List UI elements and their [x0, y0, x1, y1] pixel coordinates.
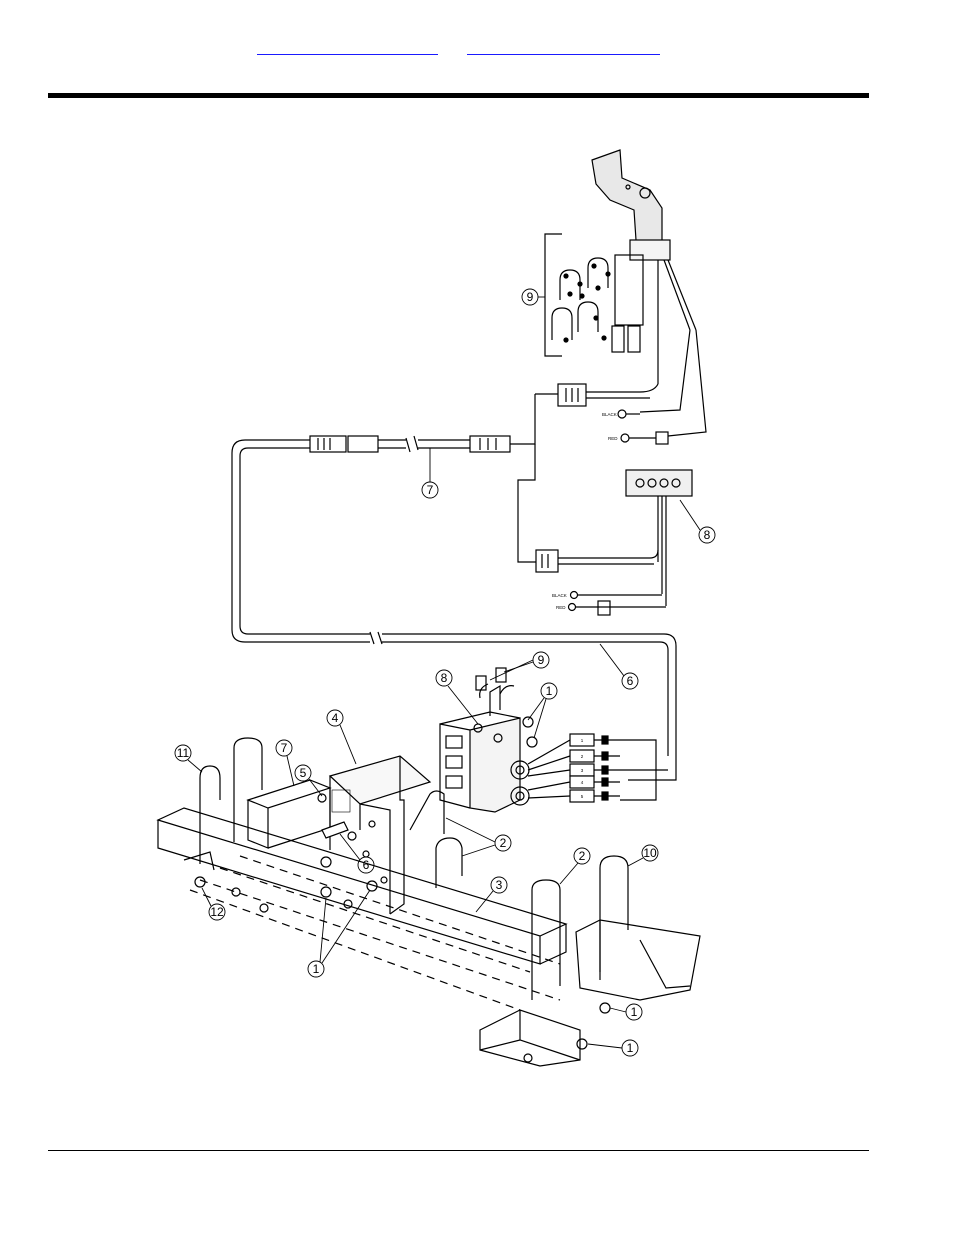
- frame-tubes: [183, 851, 701, 1067]
- callout-9: 8 9: [489, 651, 550, 681]
- ubolts: [199, 737, 629, 1000]
- c9-num: 9: [538, 653, 545, 667]
- callout-1-left: 1: [307, 889, 371, 978]
- wire-label-black-bottom: BLACK: [552, 593, 567, 598]
- svg-text:4: 4: [332, 711, 339, 725]
- bolt-6: [321, 821, 349, 839]
- parts-diagram: BLACK RED: [156, 149, 716, 1067]
- svg-text:2: 2: [500, 836, 507, 850]
- wire-label-black-top: BLACK: [602, 412, 617, 417]
- joystick-handle: [591, 149, 707, 437]
- callout-13: 9: [521, 288, 545, 306]
- c7-num: 7: [281, 741, 288, 755]
- main-harness-11: [300, 394, 536, 563]
- callout-16: 12: [201, 887, 226, 921]
- svg-text:2: 2: [579, 849, 586, 863]
- callout-1-top: 1: [527, 682, 558, 739]
- callouts: 9 7 8 6 8 9 7 8 1 4 11 7 7 5 6 6 2: [174, 288, 716, 1057]
- c6-num: 6: [363, 858, 370, 872]
- wire-label-red-bottom: RED: [556, 605, 566, 610]
- callout-8: 7 8: [435, 669, 479, 725]
- callout-4: 4: [326, 709, 357, 765]
- valve-coil-connectors: 1 2 3 4 5: [527, 733, 668, 803]
- svg-text:11: 11: [177, 746, 190, 760]
- long-cable-10: [231, 439, 677, 781]
- svg-text:8: 8: [704, 528, 711, 542]
- svg-text:7: 7: [427, 483, 434, 497]
- mounting-bracket-4: [328, 755, 432, 915]
- svg-text:1: 1: [627, 1041, 634, 1055]
- port-label-1: 1: [581, 738, 584, 743]
- header-link-1[interactable]: [257, 38, 438, 55]
- callout-10: 6: [599, 643, 639, 690]
- callout-11: 7: [421, 448, 439, 499]
- wire-label-red-top: RED: [608, 436, 618, 441]
- port-label-5: 5: [581, 794, 584, 799]
- callout-6: 6 6: [339, 833, 375, 874]
- callout-2-lower: 2: [559, 847, 591, 885]
- valve-block: [439, 667, 538, 813]
- callout-5: 5: [294, 764, 323, 797]
- svg-text:1: 1: [313, 962, 320, 976]
- lower-harness-connector: [535, 549, 659, 573]
- nuts: [194, 856, 611, 1063]
- bottom-rule: [48, 1150, 869, 1151]
- callout-1-right-lower: 1: [587, 1039, 639, 1057]
- upper-harness-connector: [535, 383, 659, 407]
- callout-3: 3: [475, 876, 508, 913]
- svg-text:3: 3: [496, 878, 503, 892]
- c8-num: 8: [441, 671, 448, 685]
- callout-12: 8: [679, 499, 716, 544]
- callout-7: 7 7: [275, 739, 295, 787]
- svg-text:1: 1: [631, 1005, 638, 1019]
- svg-text:5: 5: [300, 766, 307, 780]
- svg-text:12: 12: [210, 905, 224, 919]
- top-rule: [48, 93, 869, 98]
- callout-1-right-upper: 1: [609, 1003, 643, 1021]
- ubolt-kit-13: [544, 233, 641, 357]
- callout-14: 10: [627, 844, 659, 867]
- upper-power-leads: BLACK RED: [602, 409, 669, 445]
- svg-text:6: 6: [627, 674, 634, 688]
- svg-text:9: 9: [527, 290, 534, 304]
- callout-15: 11: [174, 744, 203, 773]
- port-label-4: 4: [581, 780, 584, 785]
- lower-power-leads: BLACK RED: [552, 590, 666, 616]
- svg-text:10: 10: [643, 846, 657, 860]
- header-link-2[interactable]: [467, 38, 660, 55]
- port-label-3: 3: [581, 768, 584, 773]
- switch-box-12: [625, 469, 693, 606]
- main-tube-3: [156, 807, 568, 973]
- callout-2-right: 2: [445, 817, 512, 857]
- port-label-2: 2: [581, 754, 584, 759]
- svg-text:1: 1: [546, 684, 553, 698]
